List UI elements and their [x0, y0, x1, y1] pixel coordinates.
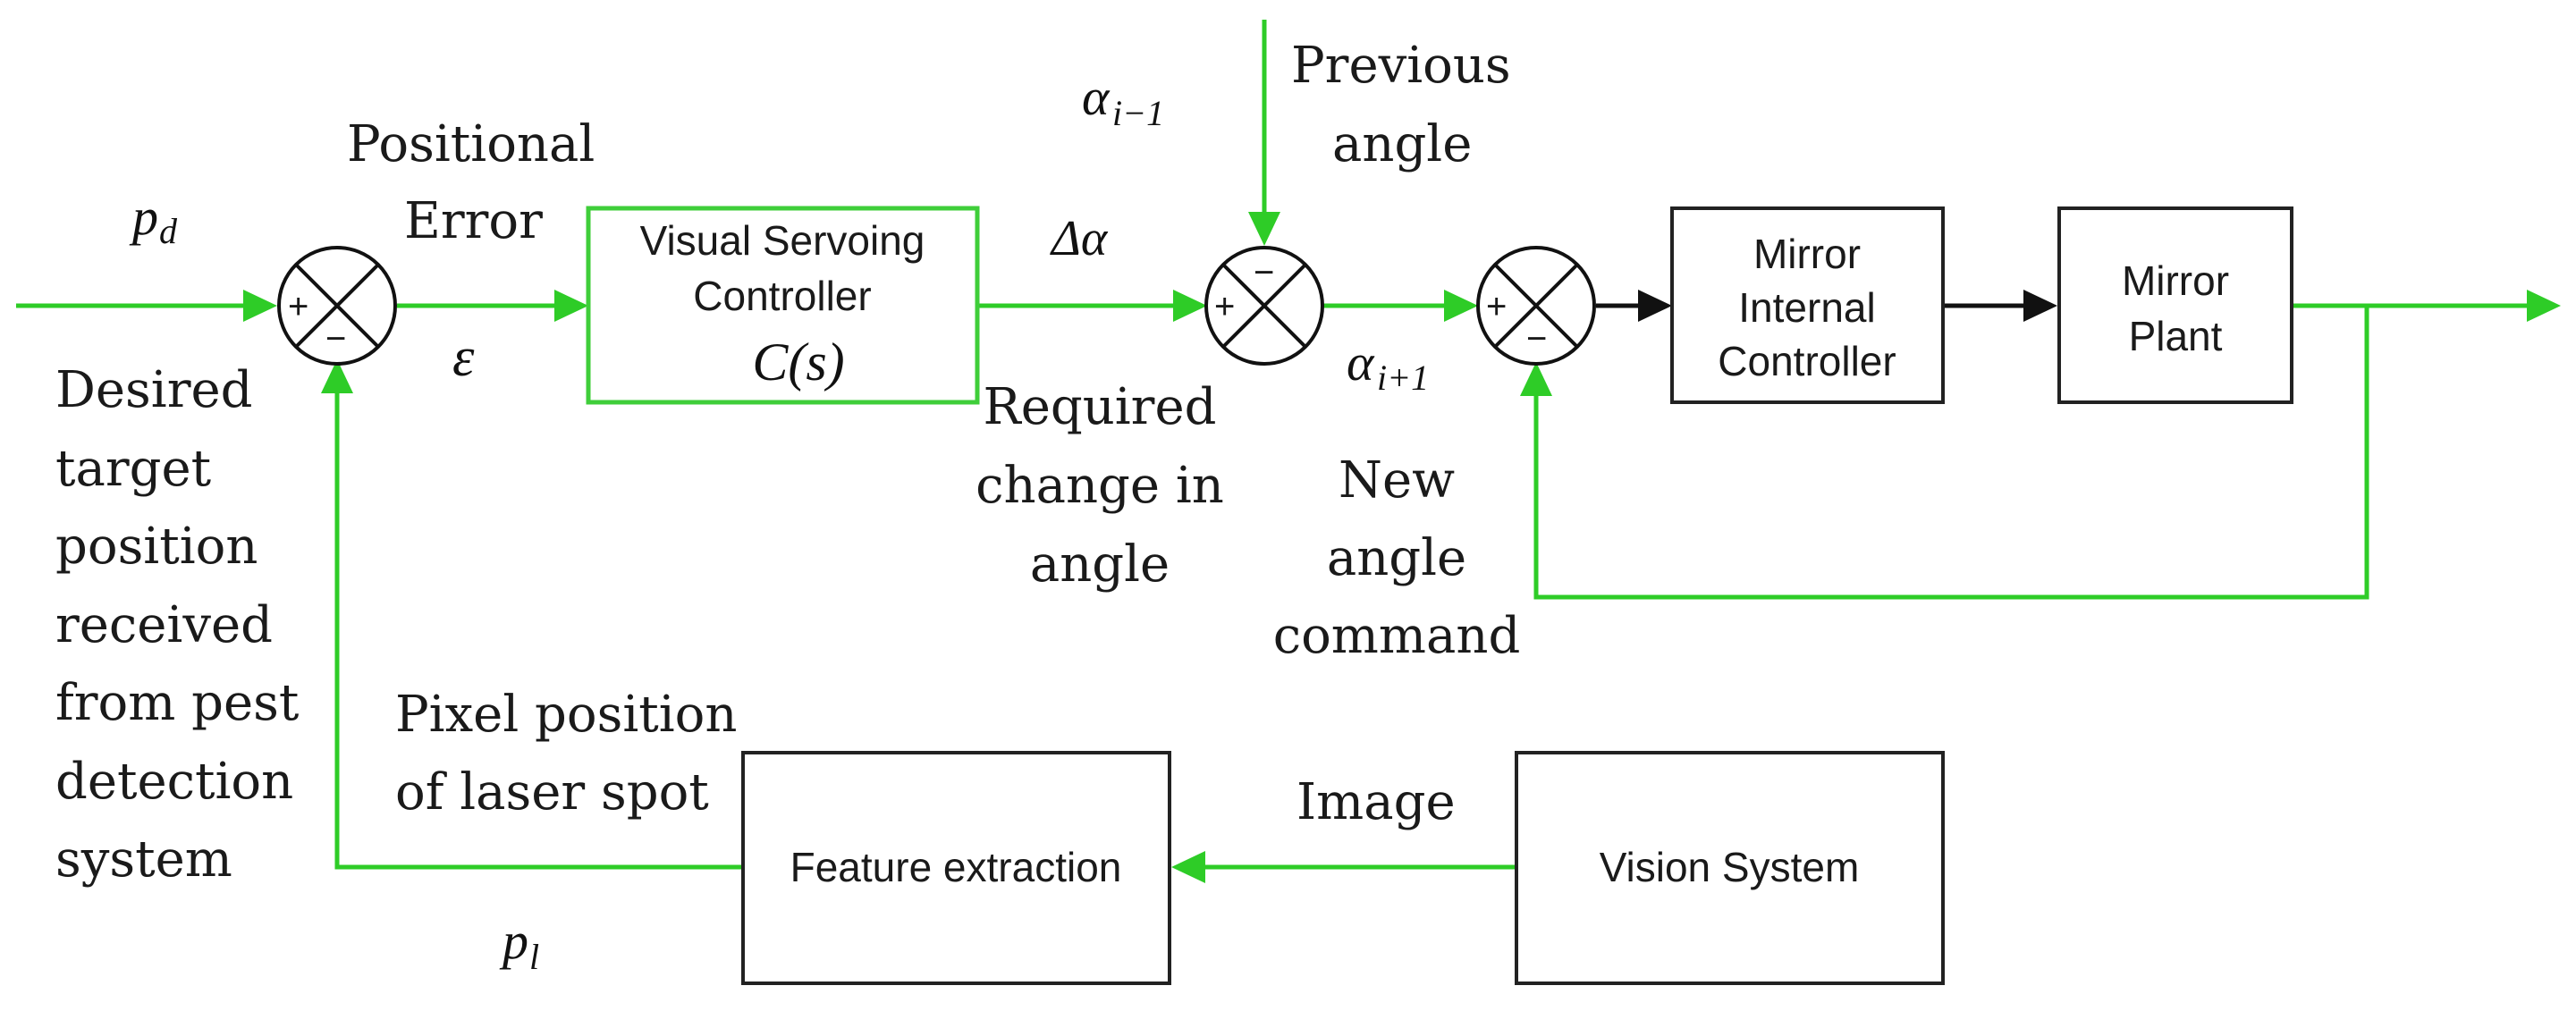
- arrowhead-icon: [1444, 290, 1478, 322]
- dark-arrowheads: [1638, 290, 2057, 322]
- feature-extraction-label: Feature extraction: [790, 844, 1122, 890]
- visual-servoing-label-2: Controller: [693, 273, 871, 319]
- svg-text:α: α: [1082, 68, 1111, 126]
- new-angle-label-1: New: [1339, 451, 1455, 510]
- positional-error-label-1: Positional: [347, 115, 595, 173]
- positional-error-label-2: Error: [404, 192, 543, 250]
- arrowhead-icon: [243, 290, 277, 322]
- svg-text:l: l: [529, 937, 539, 977]
- alpha-previous-label: α i−1: [1082, 68, 1164, 133]
- svg-text:received: received: [55, 596, 273, 654]
- alpha-next-label: α i+1: [1347, 333, 1429, 398]
- required-change-label-1: Required: [984, 378, 1217, 436]
- image-label: Image: [1296, 773, 1456, 831]
- feature-extraction-block: Feature extraction: [741, 751, 1171, 985]
- sum1-plus-sign: +: [288, 287, 308, 326]
- mirror-plant-block: Mirror Plant: [2057, 206, 2293, 404]
- arrowhead-icon: [321, 359, 353, 393]
- epsilon-label: ε: [452, 327, 475, 388]
- mirror-internal-controller-block: Mirror Internal Controller: [1670, 206, 1945, 404]
- arrowhead-icon: [2023, 290, 2057, 322]
- arrowhead-icon: [1171, 851, 1205, 883]
- required-change-label-3: angle: [1030, 535, 1170, 594]
- svg-text:from pest: from pest: [55, 674, 300, 732]
- svg-text:α: α: [1347, 333, 1375, 392]
- pl-label: p l: [499, 912, 539, 977]
- svg-text:target: target: [55, 440, 212, 498]
- sum2-plus-sign: +: [1214, 287, 1235, 326]
- signal-lines: [16, 20, 2539, 870]
- transfer-function-label: C(s): [752, 333, 844, 392]
- sum3-minus-sign: −: [1526, 319, 1547, 358]
- inner-feedback-line: [1533, 306, 2369, 600]
- arrowhead-icon: [554, 290, 588, 322]
- summing-junction-2: [1204, 246, 1324, 366]
- delta-alpha-label: Δα: [1050, 211, 1109, 266]
- mirror-plant-label-2: Plant: [2129, 313, 2223, 359]
- vision-system-block: Vision System: [1515, 751, 1945, 985]
- svg-text:detection: detection: [55, 753, 293, 811]
- green-arrowheads: [243, 212, 2561, 883]
- sum1-minus-sign: −: [325, 319, 346, 358]
- svg-text:p: p: [499, 912, 528, 970]
- visual-servoing-label-1: Visual Servoing: [640, 217, 925, 264]
- sum2-minus-sign: −: [1254, 253, 1274, 292]
- new-angle-label-2: angle: [1327, 529, 1466, 587]
- visual-servoing-controller-block: Visual Servoing Controller C(s): [586, 206, 980, 405]
- arrowhead-icon: [1520, 362, 1552, 396]
- arrowhead-icon: [2527, 290, 2561, 322]
- sum3-plus-sign: +: [1486, 287, 1507, 326]
- mirror-internal-label-2: Internal: [1738, 284, 1875, 331]
- svg-text:Desired: Desired: [55, 361, 252, 419]
- arrowhead-icon: [1173, 290, 1207, 322]
- outer-feedback-line: [334, 375, 743, 870]
- new-angle-label-3: command: [1273, 607, 1521, 665]
- pixel-position-label-1: Pixel position: [395, 686, 737, 744]
- svg-text:i+1: i+1: [1377, 358, 1429, 398]
- pixel-position-label-2: of laser spot: [395, 763, 709, 821]
- vision-system-label: Vision System: [1600, 844, 1860, 890]
- svg-text:d: d: [159, 211, 178, 251]
- pd-label: p d: [129, 188, 178, 251]
- arrowhead-icon: [1248, 212, 1280, 246]
- svg-text:system: system: [55, 830, 232, 889]
- required-change-label-2: change in: [976, 457, 1224, 515]
- mirror-internal-label-3: Controller: [1718, 338, 1896, 384]
- mirror-internal-label-1: Mirror: [1753, 231, 1861, 277]
- summing-junction-1: [277, 246, 397, 366]
- mirror-plant-label-1: Mirror: [2122, 257, 2229, 304]
- previous-angle-label-2: angle: [1332, 115, 1472, 173]
- arrowhead-icon: [1638, 290, 1672, 322]
- desired-target-description: Desired target position received from pe…: [55, 361, 300, 889]
- svg-text:p: p: [129, 188, 158, 246]
- svg-text:position: position: [55, 518, 258, 576]
- previous-angle-label-1: Previous: [1291, 37, 1511, 95]
- summing-junction-3: [1476, 246, 1596, 366]
- svg-text:i−1: i−1: [1112, 93, 1164, 133]
